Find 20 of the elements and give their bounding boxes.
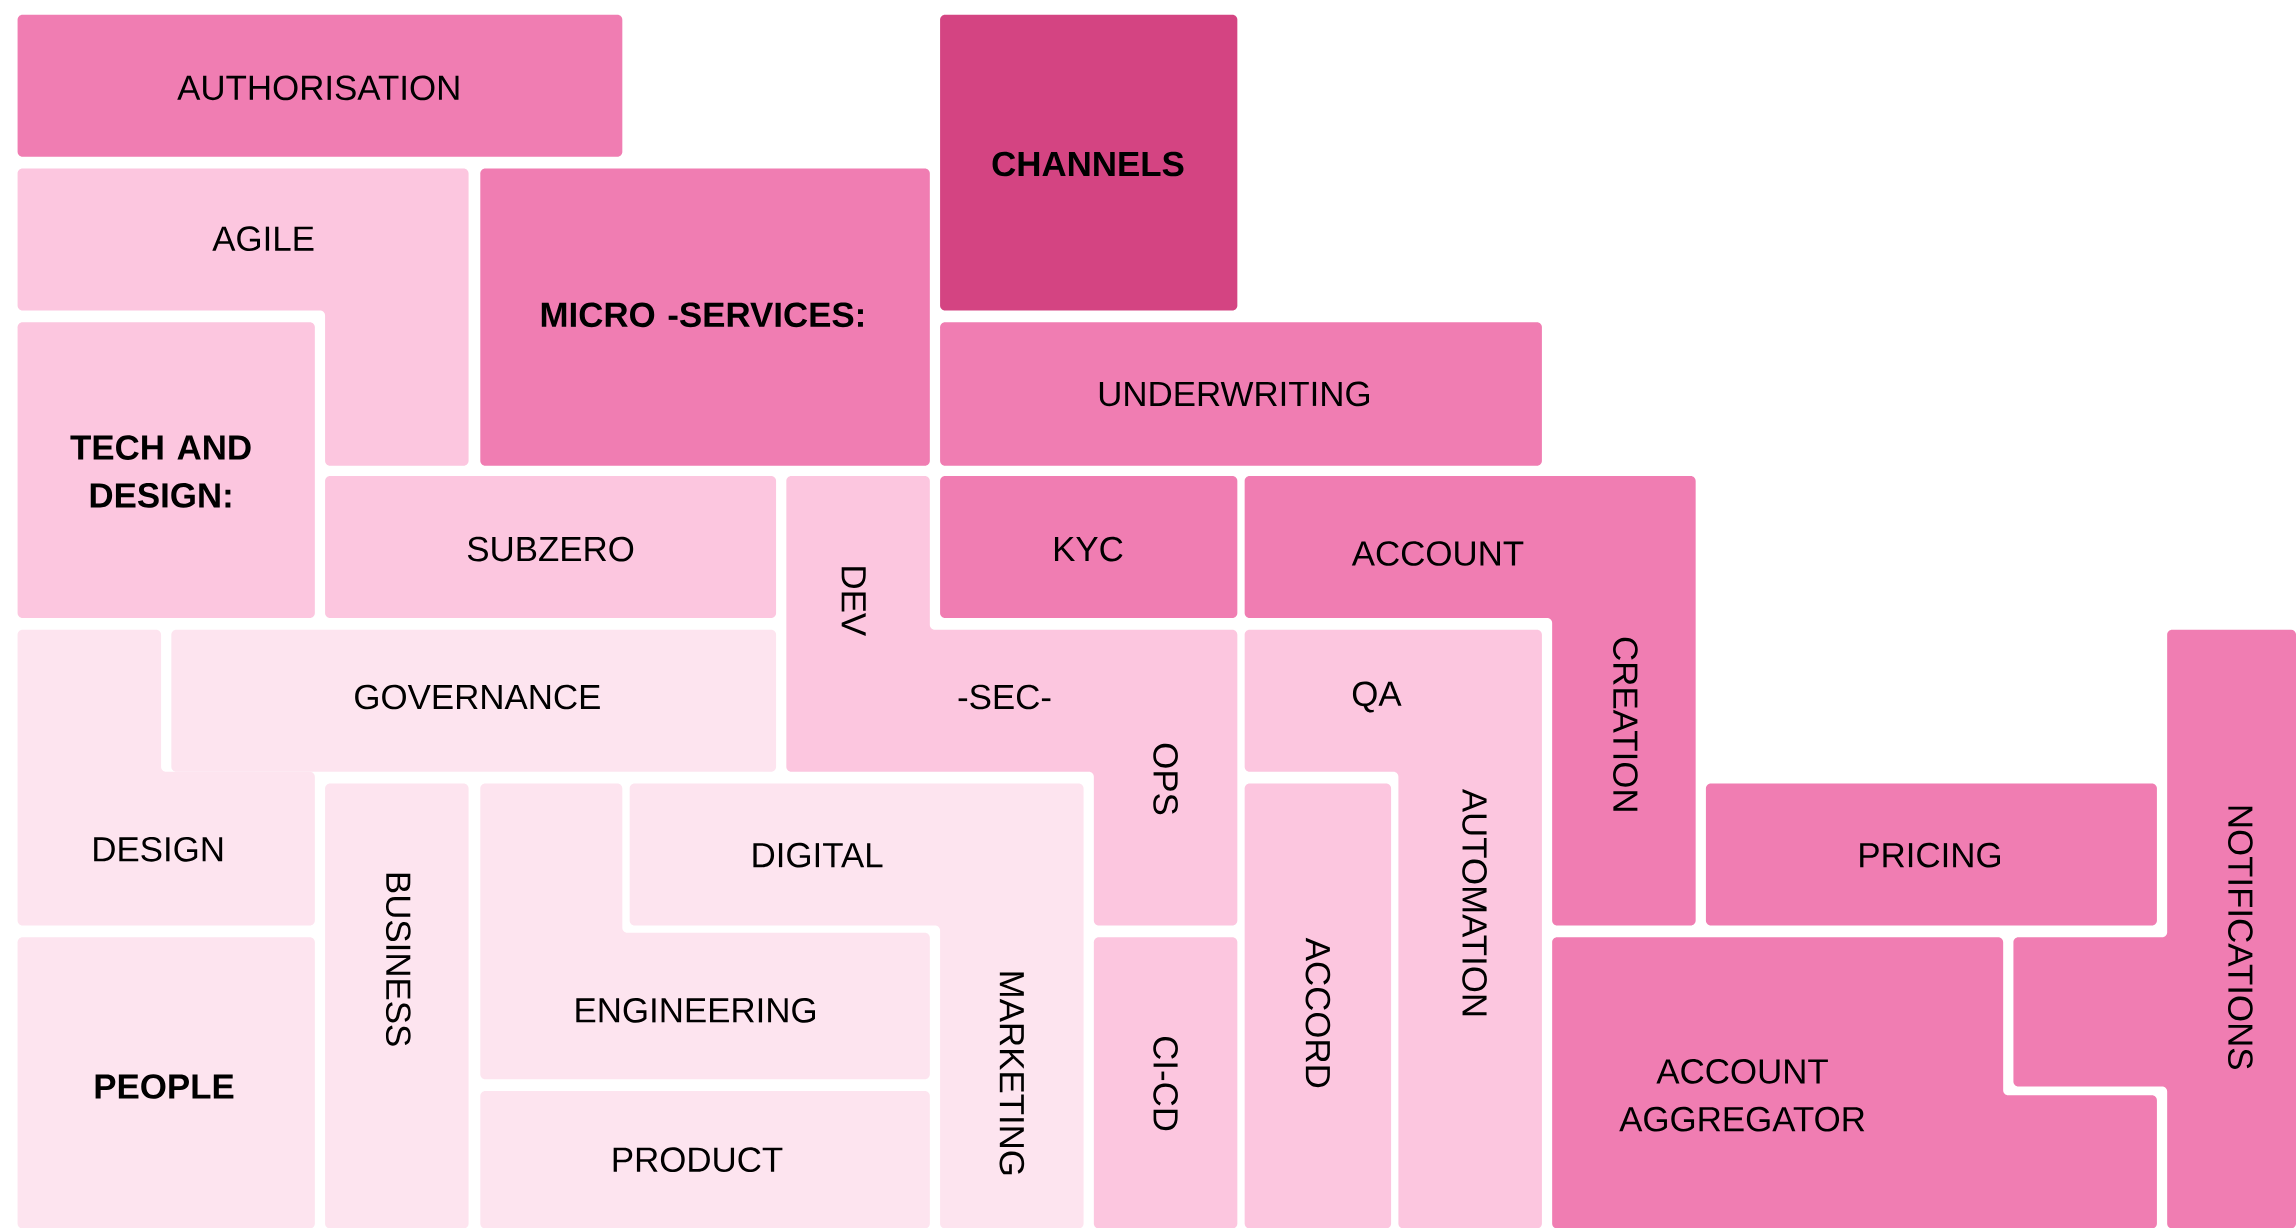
tile: PRICING [1705,783,2157,926]
tile: PEOPLE [17,937,315,1228]
tile: UNDERWRITING [940,322,1542,466]
tile: GOVERNANCE [171,629,777,772]
tile: DESIGN [17,629,315,926]
node-label: ACCOUNT AGGREGATOR [1619,1059,1865,1132]
tile: KYC [940,475,1238,618]
tile: TECH AND DESIGN: [17,322,315,618]
tile: BUSINESS [325,783,469,1228]
tile: CHANNELS [940,14,1238,311]
tile: ACCORD [1244,783,1392,1228]
tile: CI-CD [1093,937,1238,1228]
node-label: MARKETING [999,972,1025,1175]
tile: AUTHORISATION [17,14,623,157]
tile: SUBZERO [325,475,777,618]
tile: MICRO -SERVICES: [480,168,930,466]
tile: NOTIFICATIONS [2013,629,2296,1228]
node-label: AGILE [212,226,314,252]
tile: PRODUCT [480,1090,930,1228]
tile: ACCOUNT AGGREGATOR [1552,937,2157,1228]
